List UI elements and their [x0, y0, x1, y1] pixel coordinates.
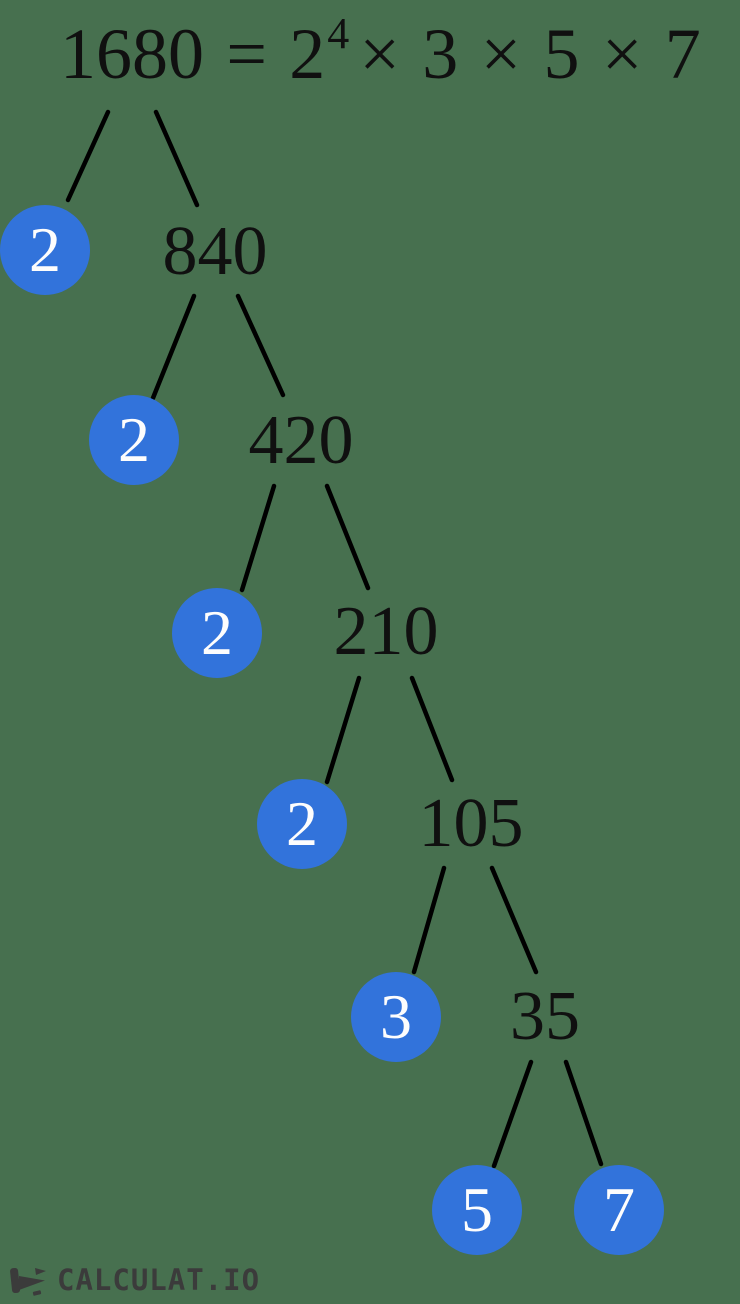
edge-1680-prime2 [65, 109, 111, 203]
prime-circle-2c: 2 [172, 588, 262, 678]
edge-105-prime3 [411, 865, 447, 975]
calculatio-logo-icon [10, 1267, 46, 1296]
tree-node-420: 420 [248, 402, 354, 479]
calculatio-logo-text: CALCULAT.IO [57, 1263, 261, 1297]
prime-circle-7: 7 [574, 1165, 664, 1255]
edge-105-35 [489, 865, 539, 975]
edge-210-prime2 [324, 675, 362, 785]
equation-title: 1680 = 24× 3 × 5 × 7 [60, 12, 701, 91]
prime-circle-2a: 2 [0, 205, 90, 295]
edge-210-105 [409, 675, 455, 783]
prime-circle-3: 3 [351, 972, 441, 1062]
edge-420-210 [324, 483, 371, 591]
equation-exponent: 4 [327, 9, 350, 58]
equation-base: 1680 = 2 [60, 14, 326, 94]
edge-840-420 [235, 293, 286, 398]
edge-1680-840 [153, 109, 200, 208]
tree-node-105: 105 [418, 785, 524, 862]
prime-circle-2b: 2 [89, 395, 179, 485]
tree-node-210: 210 [333, 593, 439, 670]
equation-tail: × 3 × 5 × 7 [359, 14, 701, 94]
edge-420-prime2 [239, 483, 277, 593]
edge-35-prime7 [563, 1059, 604, 1167]
edge-840-prime2 [150, 293, 197, 401]
prime-circle-2d: 2 [257, 779, 347, 869]
tree-node-35: 35 [510, 978, 580, 1055]
prime-circle-5: 5 [432, 1165, 522, 1255]
edge-35-prime5 [491, 1059, 534, 1169]
calculatio-watermark: CALCULAT.IO [8, 1263, 260, 1297]
tree-node-840: 840 [162, 213, 268, 290]
